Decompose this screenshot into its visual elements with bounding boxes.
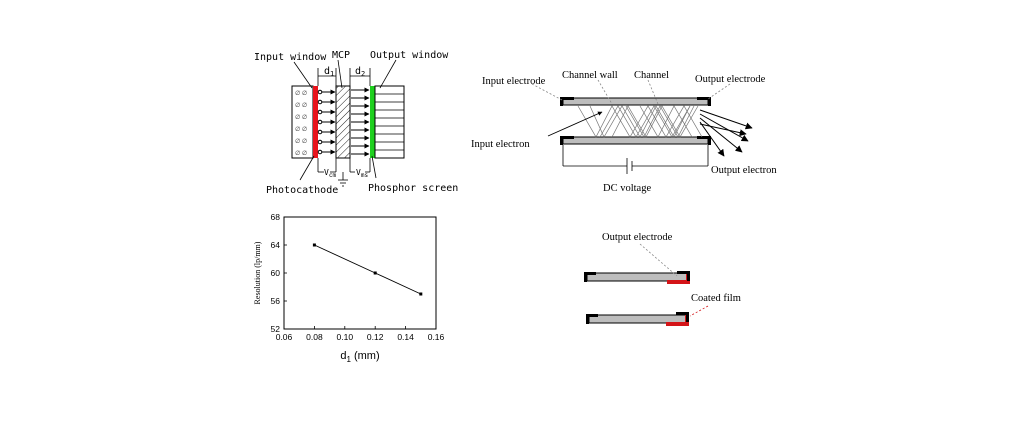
chart-data-point (373, 271, 377, 275)
input-electrode-top (560, 97, 574, 106)
panel-mcp-channel: Input electrode Channel wall Channel Out… (471, 70, 777, 194)
svg-text:∅ ∅: ∅ ∅ (295, 126, 307, 133)
chart-series (312, 243, 423, 296)
chart-y-tick-label: 56 (271, 296, 281, 306)
coated-output-electrode-top (677, 271, 690, 281)
channel-wall-label: Channel wall (562, 70, 618, 81)
voltage-brackets (317, 158, 371, 187)
chart-x-tick-label: 0.14 (397, 332, 414, 342)
chart-series-line (314, 244, 421, 295)
chart-plot-frame (283, 216, 437, 330)
mcp-plate (335, 85, 351, 159)
input-window-label: Input window (254, 52, 327, 63)
svg-text:∅ ∅: ∅ ∅ (295, 150, 307, 157)
mcp-label: MCP (332, 50, 350, 61)
electron-trajectories (577, 105, 703, 138)
svg-text:∅ ∅: ∅ ∅ (295, 90, 307, 97)
d1-label: d1 (324, 66, 334, 78)
output-window-lines (375, 93, 404, 151)
phosphor-layer (370, 86, 375, 158)
vcm-label: Vcm (324, 168, 336, 179)
panel-resolution-chart: 0.06 0.08 0.10 0.12 0.14 0.16 52 56 60 64 68 d1 (… (253, 212, 445, 364)
electron-arrows-gap1 (317, 89, 336, 155)
chart-y-tick-label: 64 (271, 240, 281, 250)
channel-wall-top (562, 97, 709, 106)
chart-data-point (312, 243, 316, 247)
coated-channel-bottom (588, 314, 687, 324)
chart-x-tick-label: 0.06 (276, 332, 293, 342)
channel-label: Channel (634, 70, 669, 81)
coated-output-electrode-label: Output electrode (602, 232, 673, 243)
d2-label: d2 (355, 66, 365, 78)
svg-text:∅ ∅: ∅ ∅ (295, 138, 307, 145)
vms-label: Vms (356, 168, 368, 179)
photocathode-label: Photocathode (266, 185, 338, 196)
input-electrode-bottom (560, 136, 574, 145)
chart-y-ticks: 52 56 60 64 68 (271, 212, 287, 334)
channel-wall-bottom (562, 136, 709, 145)
channel-leaders (531, 79, 731, 105)
output-electron-arrows (699, 109, 753, 157)
svg-text:∅ ∅: ∅ ∅ (295, 114, 307, 121)
dc-voltage-label: DC voltage (603, 183, 651, 194)
chart-x-axis-label: d1 (mm) (340, 350, 379, 364)
chart-x-tick-label: 0.12 (367, 332, 384, 342)
coated-channel-top (586, 272, 688, 282)
chart-x-ticks: 0.06 0.08 0.10 0.12 0.14 0.16 (276, 326, 445, 342)
dimension-marks (317, 68, 371, 86)
svg-text:∅ ∅: ∅ ∅ (295, 102, 307, 109)
coated-output-electrode-bottom (676, 312, 689, 322)
electron-arrows-gap2 (351, 87, 370, 157)
chart-x-tick-label: 0.10 (337, 332, 354, 342)
phosphor-screen-label: Phosphor screen (368, 183, 458, 194)
coated-input-electrode-bottom (586, 314, 598, 324)
chart-x-tick-label: 0.16 (428, 332, 445, 342)
output-window-block (374, 85, 405, 159)
dc-circuit (562, 145, 709, 174)
chart-y-tick-label: 52 (271, 324, 281, 334)
chart-x-tick-label: 0.08 (306, 332, 323, 342)
input-electrode-label: Input electrode (482, 76, 546, 87)
coated-film-label: Coated film (691, 293, 741, 304)
chart-y-tick-label: 68 (271, 212, 281, 222)
schematic-leaders (293, 59, 397, 181)
output-window-label: Output window (370, 50, 449, 61)
output-electrode-bottom (697, 136, 711, 145)
panel-coated-film: Output electrode Coated film (584, 232, 741, 326)
output-electron-label: Output electron (711, 165, 777, 176)
input-electron-arrow (547, 111, 603, 137)
panel-intensifier-schematic: ∅ ∅ ∅ ∅ ∅ ∅ ∅ ∅ ∅ ∅ ∅ ∅ (254, 50, 458, 196)
input-window-texture: ∅ ∅ ∅ ∅ ∅ ∅ ∅ ∅ ∅ ∅ ∅ ∅ (295, 90, 307, 157)
output-electrode-label: Output electrode (695, 74, 766, 85)
input-electron-label: Input electron (471, 139, 530, 150)
coated-film-top-bottom (667, 280, 689, 284)
photocathode-layer (313, 86, 318, 158)
chart-y-axis-label: Resolution (lp/mm) (253, 241, 262, 304)
output-electrode-top (697, 97, 711, 106)
coated-film-bottom-bottom (666, 322, 689, 326)
coated-leaders (639, 243, 709, 317)
coated-input-electrode-top (584, 272, 596, 282)
chart-y-tick-label: 60 (271, 268, 281, 278)
chart-data-point (419, 292, 423, 296)
